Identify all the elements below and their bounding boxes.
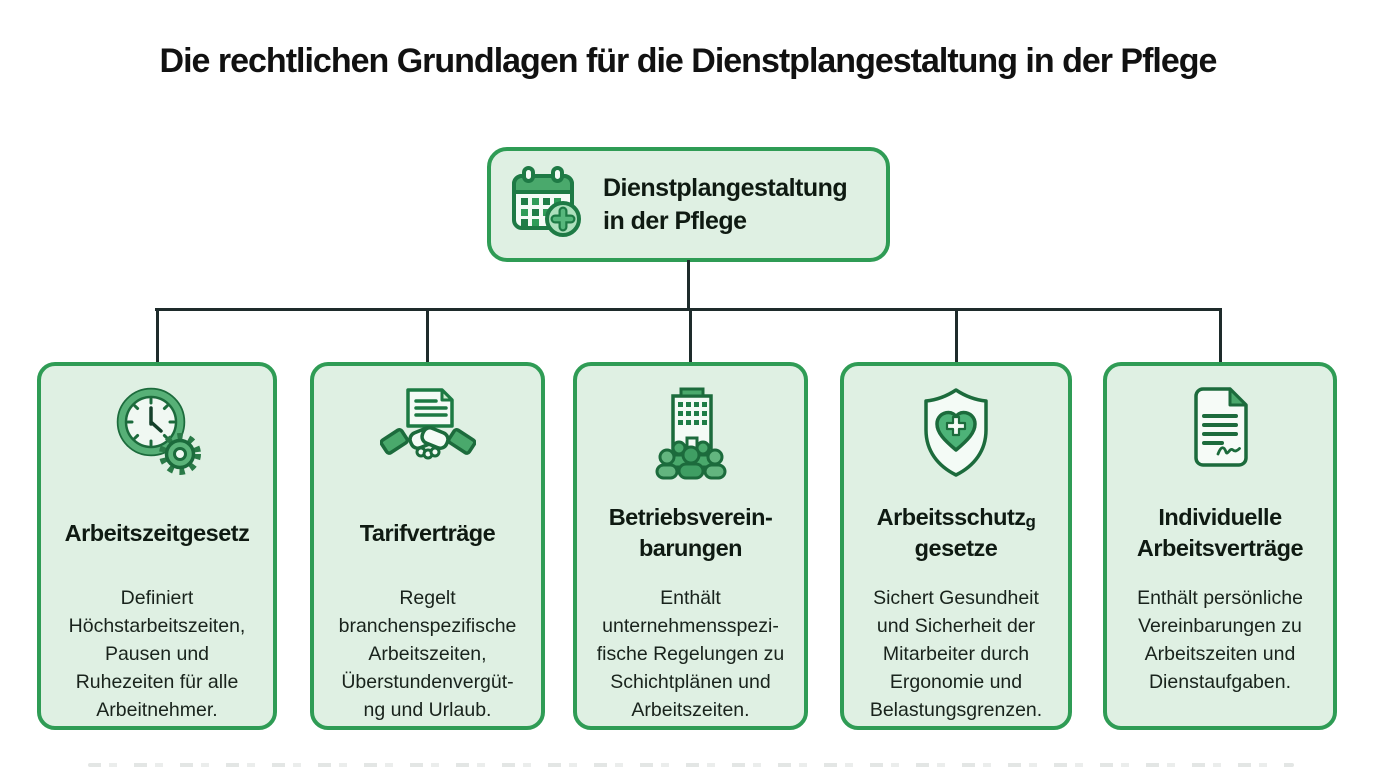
node-card-arbeitszeitgesetz: Arbeitszeitgesetz Definiert Höchstarbeit…	[37, 362, 277, 730]
card-description: Sichert Gesundheit und Sicherheit der Mi…	[869, 587, 1043, 722]
card-title: Arbeitszeitgesetz	[64, 519, 250, 546]
cropped-text-artifact	[88, 763, 1294, 767]
shield-heart-icon	[908, 374, 1004, 490]
connector-drop-1	[156, 308, 159, 362]
handshake-document-icon	[379, 374, 476, 490]
node-card-tarifvertraege: Tarifverträge Regelt branchenspezifische…	[310, 362, 545, 730]
node-card-individuelle-arbeitsvertraege: Individuelle Arbeitsverträge Enthält per…	[1103, 362, 1337, 730]
root-node-label: Dienstplangestaltung in der Pflege	[603, 174, 848, 235]
connector-drop-3	[689, 308, 692, 362]
card-title: Individuelle Arbeitsverträge	[1136, 504, 1304, 561]
card-description: Enthält unternehmensspezi- fische Regelu…	[596, 587, 785, 722]
connector-drop-2	[426, 308, 429, 362]
connector-horizontal	[155, 308, 1221, 311]
calendar-plus-icon	[507, 163, 585, 246]
card-title: Arbeitsschutzg gesetze	[877, 490, 1036, 576]
connector-drop-5	[1219, 308, 1222, 362]
card-title-line1: Arbeitsschutzg	[876, 504, 1036, 532]
clock-gear-icon	[109, 374, 205, 490]
connector-root-drop	[687, 260, 690, 308]
card-description: Enthält persönliche Vereinbarungen zu Ar…	[1137, 587, 1303, 694]
small-g-artifact: g	[1025, 512, 1036, 532]
document-signature-icon	[1172, 374, 1268, 490]
node-card-betriebsvereinbarungen: Betriebsverein- barungen Enthält unterne…	[573, 362, 808, 730]
connector-drop-4	[955, 308, 958, 362]
card-description: Definiert Höchstarbeitszeiten, Pausen un…	[68, 587, 246, 722]
page-title: Die rechtlichen Grundlagen für die Diens…	[159, 42, 1218, 80]
building-people-icon	[643, 374, 739, 490]
node-card-arbeitsschutzgesetze: Arbeitsschutzg gesetze Sichert Gesundhei…	[840, 362, 1072, 730]
card-title: Betriebsverein- barungen	[608, 504, 773, 561]
root-node-dienstplangestaltung: Dienstplangestaltung in der Pflege	[487, 147, 890, 262]
card-description: Regelt branchenspezifische Arbeitszeiten…	[338, 587, 517, 722]
card-title-line2: gesetze	[914, 535, 998, 561]
card-title: Tarifverträge	[359, 519, 496, 546]
